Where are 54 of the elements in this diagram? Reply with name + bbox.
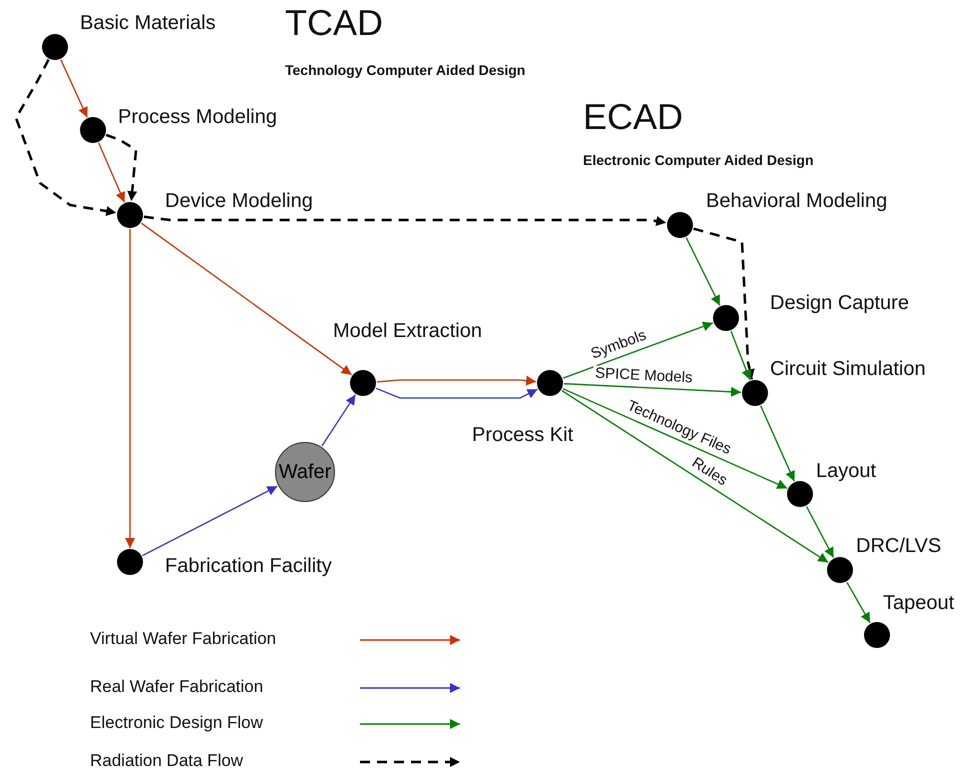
node-label: Circuit Simulation xyxy=(770,358,926,381)
arrow xyxy=(846,582,871,624)
arrow xyxy=(760,406,795,482)
node-label: Basic Materials xyxy=(80,12,216,35)
arrow xyxy=(562,322,714,379)
node-dot xyxy=(117,202,143,228)
subheading: Electronic Computer Aided Design xyxy=(583,152,814,168)
arrow xyxy=(686,237,720,306)
node-label: Fabrication Facility xyxy=(165,555,332,578)
node-dot xyxy=(713,305,739,331)
arrow xyxy=(125,229,135,548)
node-label: Layout xyxy=(816,460,876,483)
node-label: Model Extraction xyxy=(333,320,482,343)
legend-label: Electronic Design Flow xyxy=(90,713,263,733)
legend-label: Real Wafer Fabrication xyxy=(90,677,264,697)
subheading: Technology Computer Aided Design xyxy=(285,62,526,78)
arrow xyxy=(376,376,536,386)
arrow xyxy=(806,506,834,558)
node-label: DRC/LVS xyxy=(856,535,942,558)
node-label: Behavioral Modeling xyxy=(706,190,888,213)
wafer-circle: Wafer xyxy=(275,442,335,502)
node-dot xyxy=(80,117,106,143)
arrow xyxy=(693,228,755,380)
arrow xyxy=(321,394,356,446)
node-label: Tapeout xyxy=(883,592,954,615)
node-dot xyxy=(827,557,853,583)
arrow xyxy=(564,383,742,397)
arrow xyxy=(142,486,278,556)
node-dot xyxy=(117,549,143,575)
node-dot xyxy=(787,481,813,507)
arrow xyxy=(14,58,116,216)
node-dot xyxy=(667,212,693,238)
arrow xyxy=(106,134,138,202)
legend-label: Radiation Data Flow xyxy=(90,751,244,771)
node-dot xyxy=(742,380,768,406)
arrow xyxy=(376,388,538,399)
node-label: Process Kit xyxy=(472,424,574,447)
heading: ECAD xyxy=(583,96,684,138)
arrow xyxy=(144,215,666,226)
node-dot xyxy=(537,370,563,396)
legend-label: Virtual Wafer Fabrication xyxy=(90,629,276,649)
node-dot xyxy=(42,34,68,60)
arrow xyxy=(561,390,829,563)
arrow xyxy=(60,59,88,118)
node-label: Design Capture xyxy=(770,292,909,315)
node-dot xyxy=(864,622,890,648)
arrow xyxy=(98,142,125,202)
arrow xyxy=(562,388,788,489)
node-label: Device Modeling xyxy=(165,190,313,213)
node-label: Process Modeling xyxy=(118,106,277,129)
arrow xyxy=(141,222,352,376)
node-dot xyxy=(350,370,376,396)
heading: TCAD xyxy=(285,2,383,44)
arrow xyxy=(730,330,752,380)
